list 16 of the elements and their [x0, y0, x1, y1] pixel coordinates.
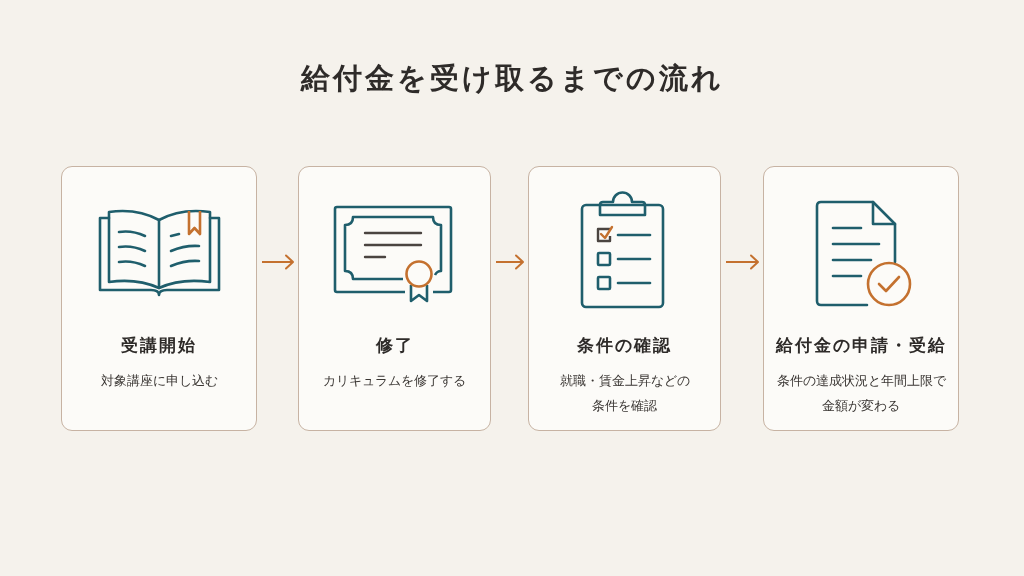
step-title: 条件の確認 — [577, 334, 672, 357]
step-title: 給付金の申請・受給 — [775, 334, 947, 357]
step-card — [763, 166, 959, 431]
step-description: 対象講座に申し込む — [100, 372, 218, 390]
step-card — [298, 166, 491, 431]
arrow — [261, 254, 294, 270]
step-card — [61, 166, 257, 431]
step-title: 修了 — [375, 334, 414, 357]
arrow — [495, 254, 524, 270]
step-description: カリキュラムを修了する — [323, 372, 466, 390]
title: 給付金を受け取るまでの流れ — [300, 60, 724, 97]
step-description: 条件の達成状況と年間上限で金額が変わる — [775, 372, 947, 415]
step-card — [528, 166, 721, 431]
step-title: 受講開始 — [121, 334, 197, 357]
arrow — [725, 254, 759, 270]
step-description: 就職・賃金上昇などの条件を確認 — [558, 372, 691, 415]
